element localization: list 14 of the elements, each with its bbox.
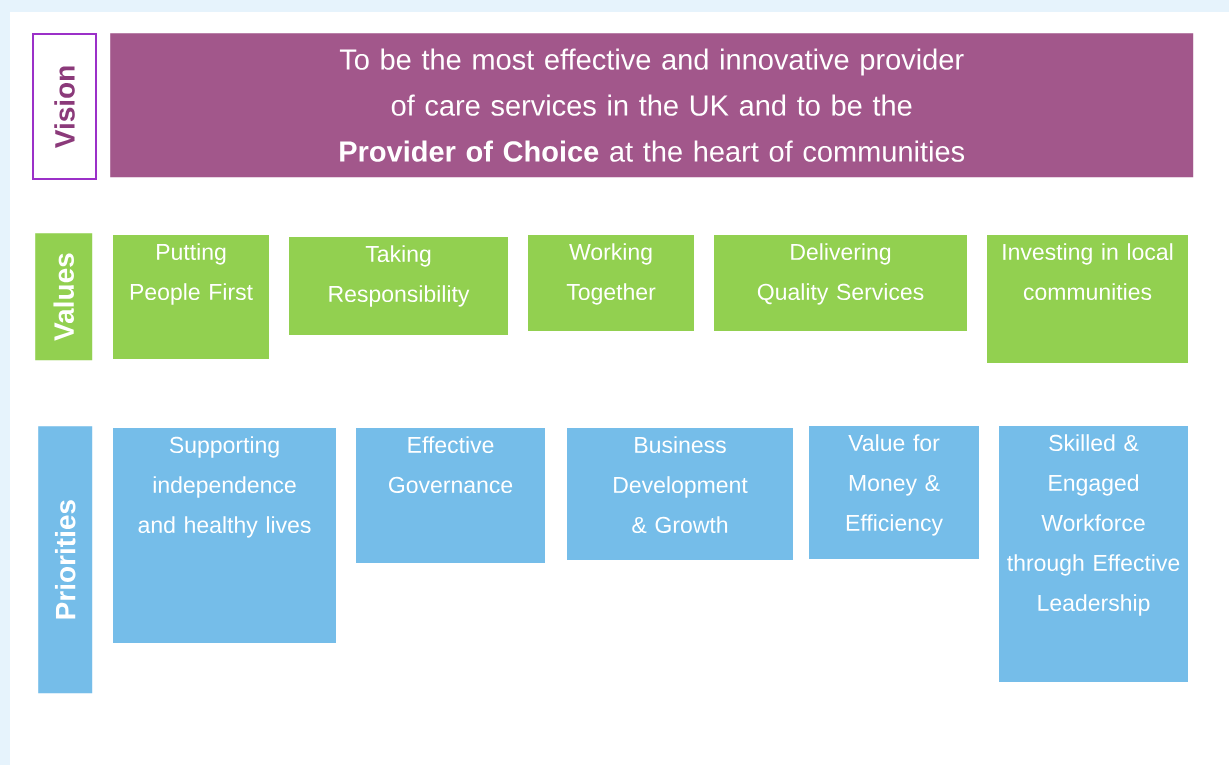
row-heading: Values bbox=[35, 233, 93, 361]
vision-box: To be the most effective and innovative provider of care services in the UK and to be the Provider of Choice at the heart of communities bbox=[110, 33, 1194, 178]
row-heading: Vision bbox=[32, 33, 97, 180]
value-box: Working Together bbox=[528, 235, 694, 331]
value-box: Delivering Quality Services bbox=[714, 235, 967, 331]
priority-box: Value for Money & Efficiency bbox=[809, 426, 979, 559]
priority-box: Skilled & Engaged Workforce through Effective Leadership bbox=[999, 426, 1188, 682]
row-heading: Priorities bbox=[38, 426, 93, 694]
value-box: Investing in local communities bbox=[987, 235, 1188, 363]
value-box: Taking Responsibility bbox=[289, 237, 508, 335]
priority-box: Effective Governance bbox=[356, 428, 545, 563]
priority-box: Business Development & Growth bbox=[567, 428, 793, 560]
value-box: Putting People First bbox=[113, 235, 269, 359]
priority-box: Supporting independence and healthy lives bbox=[113, 428, 336, 643]
